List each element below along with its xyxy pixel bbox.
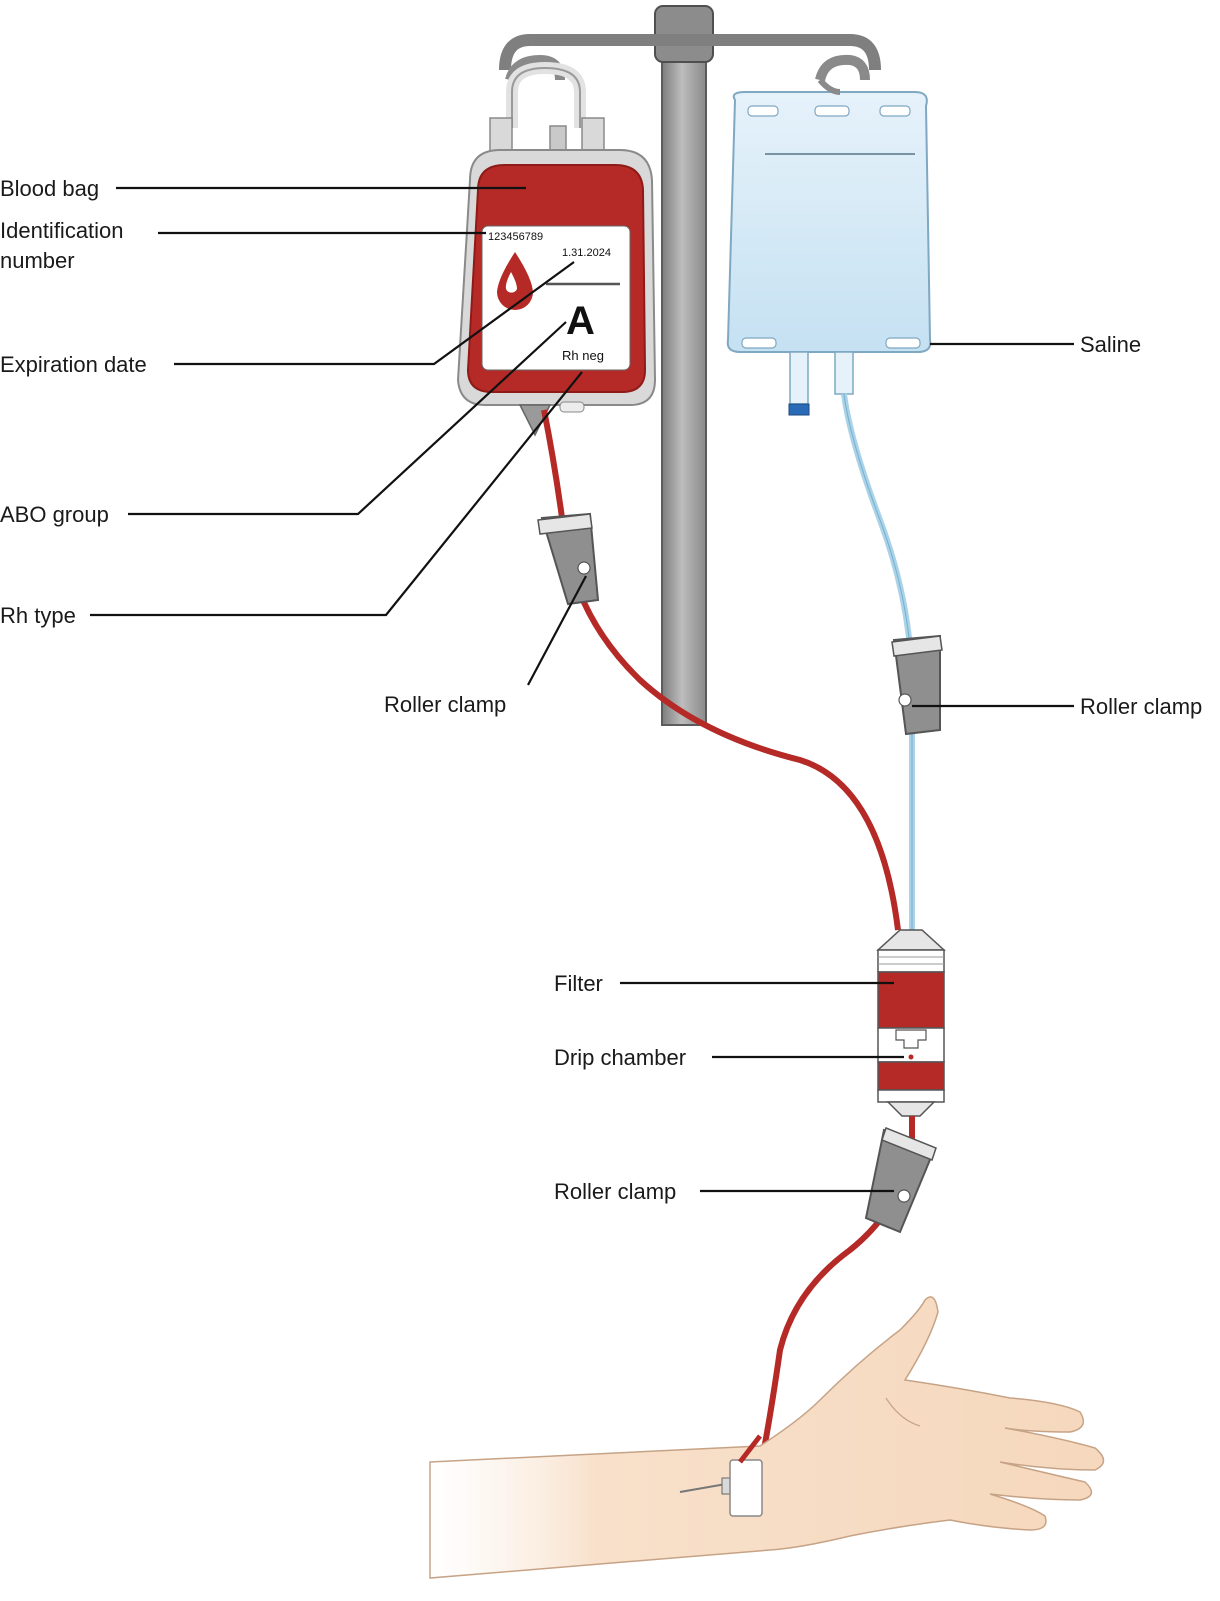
filter-drip-chamber — [876, 929, 946, 1117]
leader-abo-group — [128, 321, 567, 516]
blood-bag-label: 123456789 1.31.2024 A Rh neg — [481, 225, 631, 371]
label-identification-number-1: Identification — [0, 218, 124, 243]
label-filter: Filter — [554, 971, 603, 996]
label-drip-chamber: Drip chamber — [554, 1045, 686, 1070]
label-roller-clamp-right: Roller clamp — [1080, 694, 1202, 719]
bag-abo-group: A — [566, 299, 595, 343]
iv-cannula — [679, 1434, 763, 1517]
patient-arm — [429, 1296, 1105, 1579]
roller-clamp-right[interactable] — [891, 634, 943, 736]
blood-bag-hanger — [506, 61, 586, 128]
roller-clamp-left[interactable] — [537, 512, 600, 606]
saline-bag — [726, 78, 932, 416]
label-roller-clamp-bottom: Roller clamp — [554, 1179, 676, 1204]
leader-expiration-date — [174, 261, 575, 366]
label-saline: Saline — [1080, 332, 1141, 357]
label-expiration-date: Expiration date — [0, 352, 147, 377]
label-rh-type: Rh type — [0, 603, 76, 628]
label-identification-number-2: number — [0, 248, 75, 273]
leader-lines — [90, 186, 1074, 1193]
roller-clamp-bottom[interactable] — [864, 1127, 937, 1234]
label-roller-clamp-left: Roller clamp — [384, 692, 506, 717]
bag-expiry-date: 1.31.2024 — [562, 247, 611, 259]
leader-roller-clamp-left — [527, 575, 587, 686]
bag-rh-type: Rh neg — [562, 348, 604, 363]
blood-drop-icon — [497, 252, 533, 310]
bag-id-number: 123456789 — [488, 231, 543, 243]
callout-labels: Blood bag Identification number Expirati… — [0, 176, 1202, 1204]
label-abo-group: ABO group — [0, 502, 109, 527]
blood-tube — [541, 409, 901, 931]
label-blood-bag: Blood bag — [0, 176, 99, 201]
leader-rh-type — [90, 371, 583, 617]
